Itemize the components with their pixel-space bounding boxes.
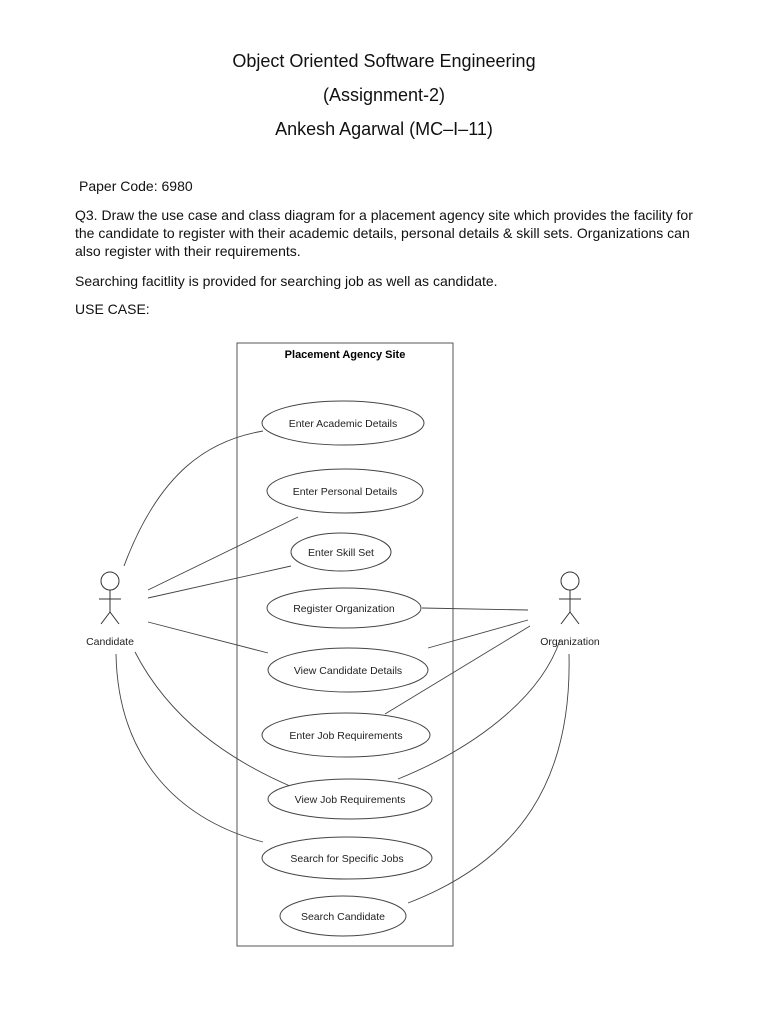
document-header: Object Oriented Software Engineering (As… — [0, 44, 768, 146]
use-case-label: Enter Skill Set — [308, 547, 374, 559]
system-title: Placement Agency Site — [285, 349, 406, 361]
use-cases — [261, 400, 433, 937]
use-case-enter-academic — [261, 400, 425, 446]
paper-code: Paper Code: 6980 — [79, 178, 193, 194]
organization-label: Organization — [540, 636, 600, 648]
use-case-enter-job — [261, 712, 431, 758]
line-org-view-jobs — [397, 639, 561, 780]
search-note: Searching facitlity is provided for sear… — [75, 273, 498, 289]
line-candidate-view-jobs — [134, 651, 291, 787]
use-case-search-candidate — [279, 895, 407, 937]
line-candidate-personal — [147, 516, 299, 591]
use-case-label: Enter Job Requirements — [289, 730, 402, 742]
line-candidate-academic — [123, 430, 264, 567]
association-lines — [115, 430, 570, 904]
use-case-label: Search for Specific Jobs — [290, 853, 403, 865]
question-text: Q3. Draw the use case and class diagram … — [75, 207, 693, 259]
use-case-label: Enter Personal Details — [293, 486, 397, 498]
line-org-search-candidate — [407, 653, 570, 904]
use-case-search-jobs — [261, 836, 433, 880]
use-case-label: Enter Academic Details — [289, 418, 398, 430]
line-candidate-search-jobs — [115, 653, 264, 843]
line-candidate-skill — [147, 565, 292, 599]
use-case-enter-skill — [290, 532, 392, 572]
line-candidate-view-candidate — [147, 621, 269, 654]
organization-actor-icon — [559, 571, 581, 625]
use-case-view-jobs — [267, 778, 433, 820]
author-line: Ankesh Agarwal (MC–I–11) — [275, 119, 493, 139]
system-boundary — [236, 342, 454, 947]
line-org-register — [421, 607, 529, 611]
line-org-view-candidate — [427, 619, 529, 649]
use-case-view-candidate — [267, 647, 429, 693]
candidate-label: Candidate — [86, 636, 134, 648]
line-org-enter-job — [384, 625, 531, 715]
use-case-label: Register Organization — [293, 603, 395, 615]
use-case-labels: Enter Academic Details Enter Personal De… — [289, 418, 406, 923]
use-case-register-org — [266, 587, 422, 629]
document-title: Object Oriented Software Engineering — [232, 51, 536, 71]
use-case-label: View Candidate Details — [294, 665, 402, 677]
use-case-enter-personal — [266, 468, 424, 514]
document-subtitle: (Assignment-2) — [322, 85, 446, 105]
usecase-heading: USE CASE: — [75, 301, 150, 317]
use-case-label: Search Candidate — [301, 911, 385, 923]
candidate-actor-icon — [99, 571, 121, 625]
use-case-label: View Job Requirements — [295, 794, 406, 806]
